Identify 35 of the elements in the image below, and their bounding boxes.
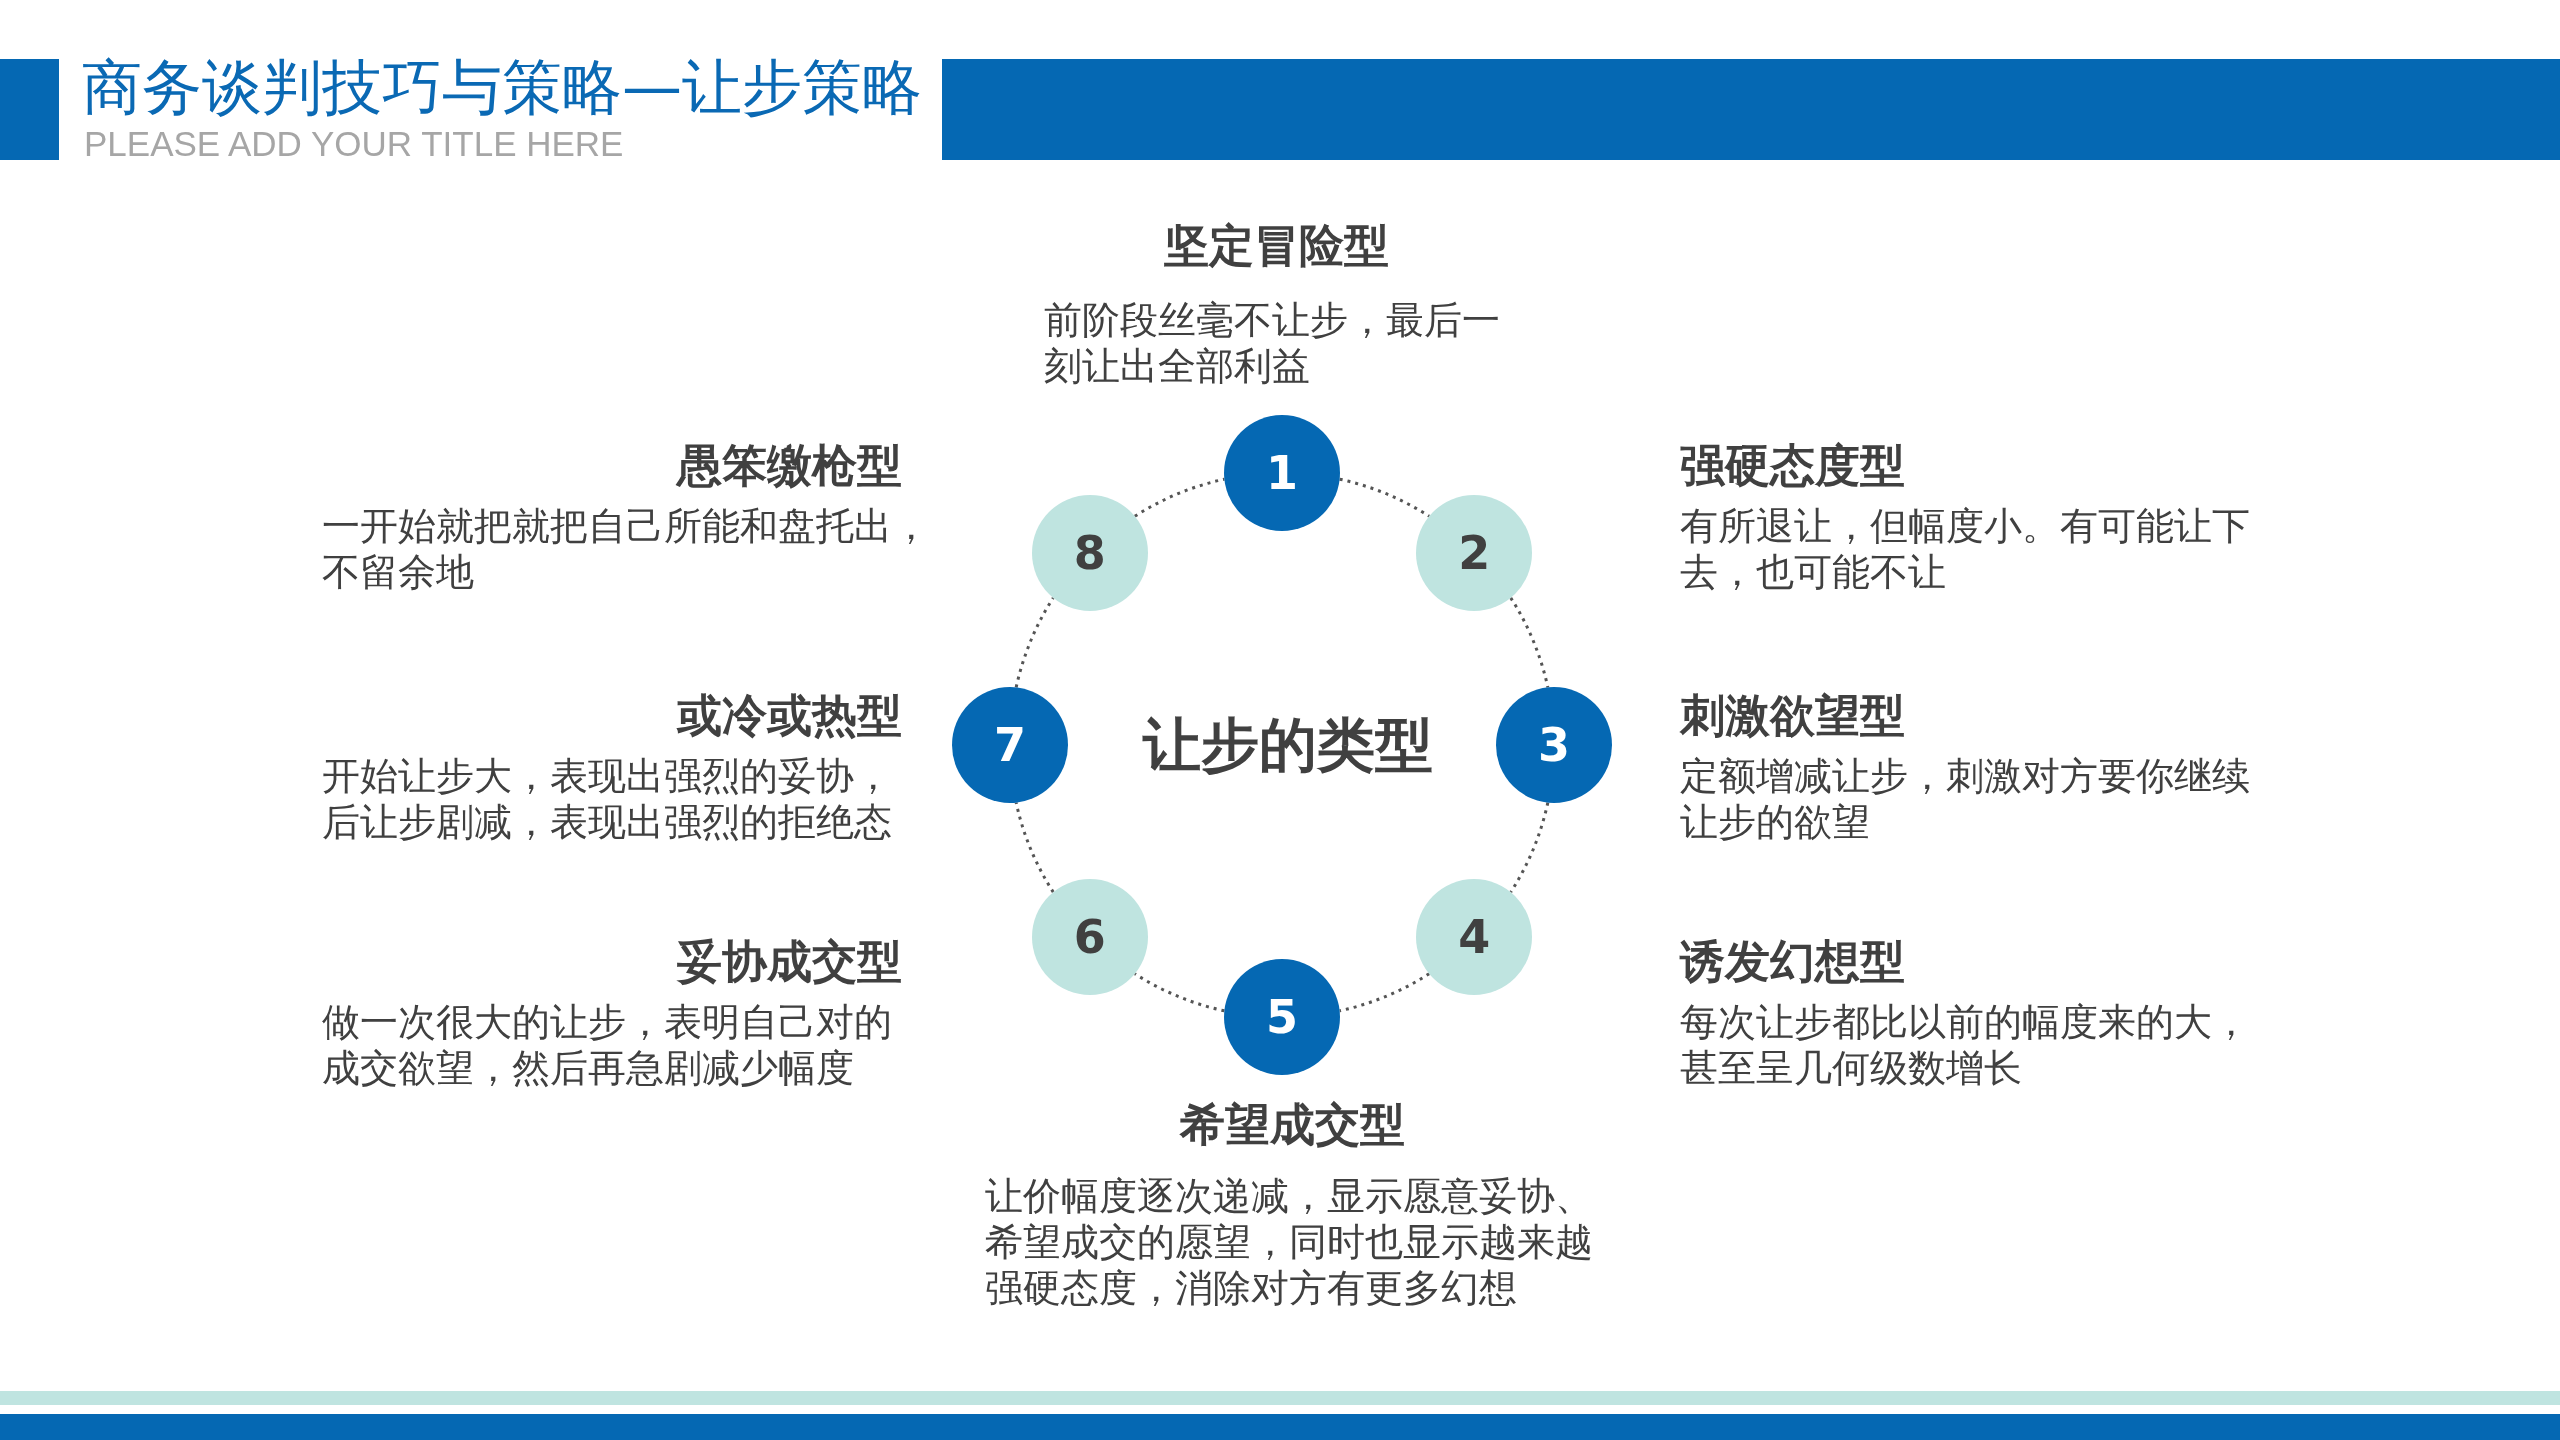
dotted-connector <box>1339 477 1430 518</box>
dotted-connector <box>1014 597 1055 688</box>
step-number: 8 <box>1073 527 1106 578</box>
type-description: 前阶段丝毫不让步，最后一刻让出全部利益 <box>1044 297 1501 389</box>
type-description: 每次让步都比以前的幅度来的大，甚至呈几何级数增长 <box>1680 999 2251 1091</box>
slide-title: 商务谈判技巧与策略—让步策略 <box>82 52 922 122</box>
type-heading: 强硬态度型 <box>1680 440 1905 492</box>
type-heading: 希望成交型 <box>1180 1099 1405 1151</box>
step-number: 6 <box>1073 912 1106 963</box>
type-heading: 坚定冒险型 <box>1164 220 1389 272</box>
type-description: 有所退让，但幅度小。有可能让下去，也可能不让 <box>1680 503 2251 595</box>
dotted-connector <box>1134 972 1225 1013</box>
type-description: 开始让步大，表现出强烈的妥协，后让步剧减，表现出强烈的拒绝态 <box>322 753 893 845</box>
type-heading: 愚笨缴枪型 <box>677 440 902 492</box>
type-description: 定额增减让步，刺激对方要你继续让步的欲望 <box>1680 753 2251 845</box>
step-number: 1 <box>1266 448 1298 498</box>
step-number: 7 <box>994 720 1026 770</box>
type-description: 让价幅度逐次递减，显示愿意妥协、希望成交的愿望，同时也显示越来越强硬态度，消除对方有更多幻想 <box>985 1173 1594 1311</box>
dotted-connector <box>1339 972 1430 1013</box>
type-heading: 诱发幻想型 <box>1680 936 1905 988</box>
dotted-connector <box>1509 597 1550 688</box>
step-number: 4 <box>1458 912 1491 963</box>
slide-subtitle: PLEASE ADD YOUR TITLE HERE <box>84 124 624 164</box>
dotted-connector <box>1509 802 1550 893</box>
type-description: 一开始就把就把自己所能和盘托出，不留余地 <box>322 503 931 595</box>
type-heading: 或冷或热型 <box>677 690 902 742</box>
type-description: 做一次很大的让步，表明自己对的成交欲望，然后再急剧减少幅度 <box>322 999 893 1091</box>
step-number: 5 <box>1266 992 1298 1042</box>
dotted-connector <box>1014 802 1055 893</box>
center-title: 让步的类型 <box>1143 711 1433 779</box>
dotted-connector <box>1134 477 1225 518</box>
type-heading: 妥协成交型 <box>677 936 902 988</box>
step-number: 3 <box>1538 720 1570 770</box>
type-heading: 刺激欲望型 <box>1680 690 1905 742</box>
step-number: 2 <box>1458 527 1491 578</box>
